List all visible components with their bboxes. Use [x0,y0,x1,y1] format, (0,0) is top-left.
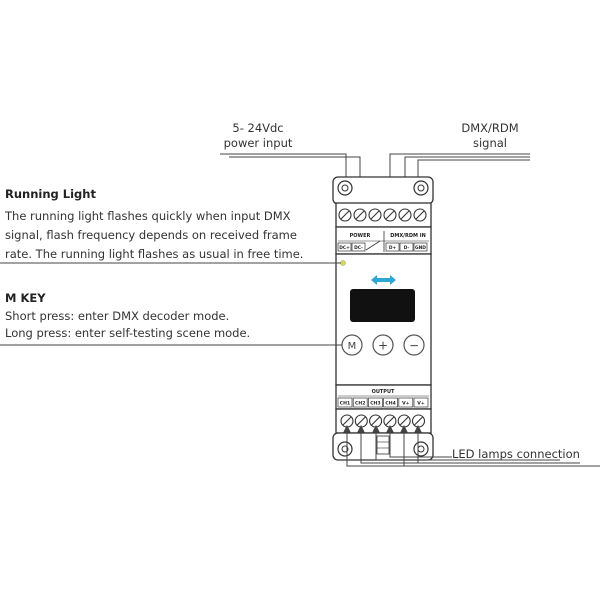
output-terminal-screw-slot [399,416,409,426]
input-terminal-screw-slot [355,210,365,220]
input-terminal-label: D- [404,245,410,251]
output-terminal-screw-slot [385,416,395,426]
input-terminal-label: D+ [389,245,397,251]
output-terminal-screw-slot [342,416,352,426]
bottom-left-screw-icon [337,441,353,457]
m-key-section: M KEY Short press: enter DMX decoder mod… [5,291,250,342]
output-wires [343,424,600,467]
dmx-signal-title: DMX/RDM [461,121,519,135]
power-label: POWER [350,233,371,239]
output-terminal-label: CH3 [370,400,380,406]
input-terminal-box [413,242,428,252]
input-terminal-box [385,242,400,252]
output-terminal-box [398,397,414,408]
output-terminal-box [352,397,368,408]
minus-button[interactable]: − [403,334,425,356]
running-light-line-1: The running light flashes quickly when i… [5,209,291,223]
top-right-screw-icon [413,180,429,196]
output-terminal-screw-slot [356,416,366,426]
input-terminal-label: DC- [354,245,363,251]
input-terminal-labels: DC+ DC- D+ D- GND [337,242,428,252]
led-connection-label: LED lamps connection [452,447,580,461]
running-light-title: Running Light [5,187,96,201]
dmx-signal-label: DMX/RDM signal [450,121,530,151]
running-light-section: Running Light The running light flashes … [5,187,303,264]
input-terminal-box [351,242,366,252]
power-input-voltage: 5- 24Vdc [232,121,284,135]
output-terminal-screw-slot [371,416,380,426]
output-terminal-label: CH1 [340,400,350,406]
output-terminal-label: CH2 [355,400,365,406]
m-key-title: M KEY [5,291,46,305]
running-light-line-3: rate. The running light flashes as usual… [5,247,304,261]
m-key-line-2: Long press: enter self-testing scene mod… [5,326,251,340]
controller-device: POWER DMX/RDM IN DC+ DC- D+ D- GND M + − [332,176,434,461]
power-input-text: power input [223,136,293,150]
m-key-line-1: Short press: enter DMX decoder mode. [5,309,230,323]
running-light-led [340,260,346,266]
input-terminal-screw-slot [340,210,350,220]
plus-button-label: + [378,339,388,353]
input-terminal-screw-slot [370,210,380,220]
input-terminal-label: DC+ [339,245,350,251]
output-terminal-label: CH4 [385,400,395,406]
output-terminal-label: V+ [402,400,410,406]
bottom-right-screw-icon [413,441,429,457]
m-key-button-label: M [348,341,357,352]
input-terminal-box [399,242,414,252]
output-terminal-box [337,397,353,408]
output-terminal-box [368,397,383,408]
output-terminal-box [413,397,429,408]
led-display [350,289,415,322]
running-light-line-2: signal, flash frequency depends on recei… [5,228,297,242]
minus-button-label: − [409,339,419,353]
output-terminal-label: V+ [417,400,425,406]
output-terminal-box [383,397,398,408]
dmx-in-label: DMX/RDM IN [390,233,426,239]
input-terminal-screw-slot [400,210,410,220]
dmx-signal-text: signal [472,136,508,150]
output-label: OUTPUT [372,389,395,395]
input-terminal-screws [338,208,427,222]
m-key-button[interactable]: M [341,334,363,356]
plus-button[interactable]: + [372,334,394,356]
output-terminal-labels: CH1 CH2 CH3 CH4 V+ V+ [337,397,429,408]
data-direction-arrow-icon [371,275,396,285]
input-terminal-box [337,242,352,252]
input-terminal-screw-slot [415,210,425,220]
input-terminal-screw-slot [385,210,395,220]
top-left-screw-icon [337,180,353,196]
power-input-label: 5- 24Vdc power input [218,121,298,151]
output-terminal-screw-slot [414,416,423,426]
input-terminal-label: GND [415,245,426,251]
